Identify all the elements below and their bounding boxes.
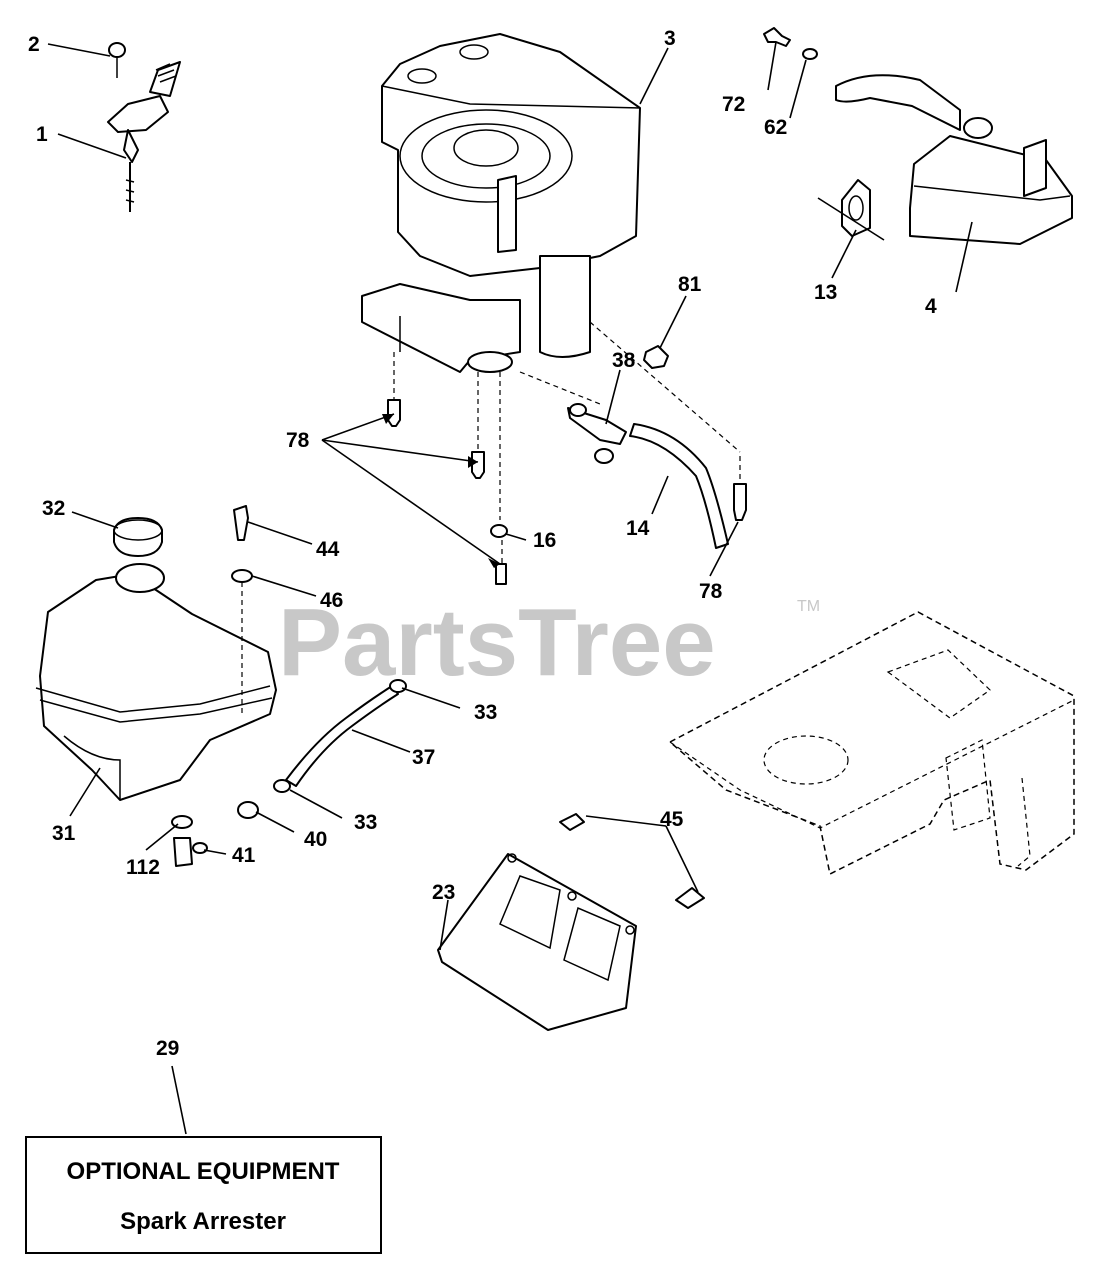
- screw-45a-part: [559, 813, 585, 831]
- fuel-fitting-part: [171, 815, 208, 867]
- callout-23: 23: [432, 881, 455, 904]
- nut-81-part: [643, 345, 669, 369]
- screw-45b-part: [675, 887, 705, 909]
- washer-16-part: [490, 524, 508, 538]
- watermark-text: PartsTree: [278, 589, 716, 696]
- callout-14: 14: [626, 517, 650, 540]
- callout-16: 16: [533, 529, 556, 552]
- optional-equipment-item: Spark Arrester: [120, 1208, 286, 1235]
- callout-44: 44: [316, 538, 340, 561]
- callout-4: 4: [925, 295, 937, 318]
- callout-33a: 33: [474, 701, 497, 724]
- callout-2: 2: [28, 33, 40, 56]
- callout-33b: 33: [354, 811, 377, 834]
- callout-1: 1: [36, 123, 48, 146]
- callout-38: 38: [612, 349, 636, 372]
- engine-part: [361, 33, 741, 453]
- callout-78a: 78: [286, 429, 310, 452]
- arrowhead: [382, 414, 394, 424]
- bolt-78-part: [387, 399, 747, 585]
- callout-40: 40: [304, 828, 327, 851]
- callout-labels: 2 1 3 72 62 13 4 81 38 78 14 16 78 32 44…: [28, 27, 937, 1060]
- optional-equipment-title: OPTIONAL EQUIPMENT: [67, 1158, 340, 1185]
- callout-32: 32: [42, 497, 65, 520]
- callout-31: 31: [52, 822, 76, 845]
- callout-72: 72: [722, 93, 745, 116]
- washer-46-part: [231, 569, 253, 583]
- screw-44-part: [233, 505, 249, 541]
- callout-3: 3: [664, 27, 676, 50]
- heat-shield-part: [437, 853, 637, 1031]
- callout-78b: 78: [699, 580, 723, 603]
- callout-112: 112: [126, 856, 160, 879]
- callout-45: 45: [660, 808, 684, 831]
- screw-72-part: [763, 27, 791, 47]
- throttle-control-part: [107, 42, 181, 212]
- arrowhead: [488, 558, 500, 568]
- arrowhead: [468, 456, 478, 468]
- callout-37: 37: [412, 746, 435, 769]
- fuel-line-part: [273, 679, 407, 793]
- leader-lines: [47, 41, 973, 1135]
- callout-29: 29: [156, 1037, 179, 1060]
- fuel-tank-part: [35, 563, 277, 801]
- callout-81: 81: [678, 273, 702, 296]
- fuel-filter-part: [567, 403, 627, 464]
- muffler-part: [835, 74, 1073, 245]
- callout-62: 62: [764, 116, 787, 139]
- optional-equipment-box: OPTIONAL EQUIPMENT Spark Arrester: [25, 1136, 382, 1254]
- callout-13: 13: [814, 281, 837, 304]
- callout-46: 46: [320, 589, 343, 612]
- fuel-cap-part: [113, 517, 163, 557]
- fuel-hose-part: [629, 423, 729, 549]
- exhaust-gasket-part: [841, 179, 871, 237]
- chassis-frame: [668, 611, 1075, 876]
- washer-62-part: [802, 48, 818, 60]
- callout-41: 41: [232, 844, 256, 867]
- watermark-trademark: TM: [797, 598, 820, 615]
- clamp-40-part: [237, 801, 259, 819]
